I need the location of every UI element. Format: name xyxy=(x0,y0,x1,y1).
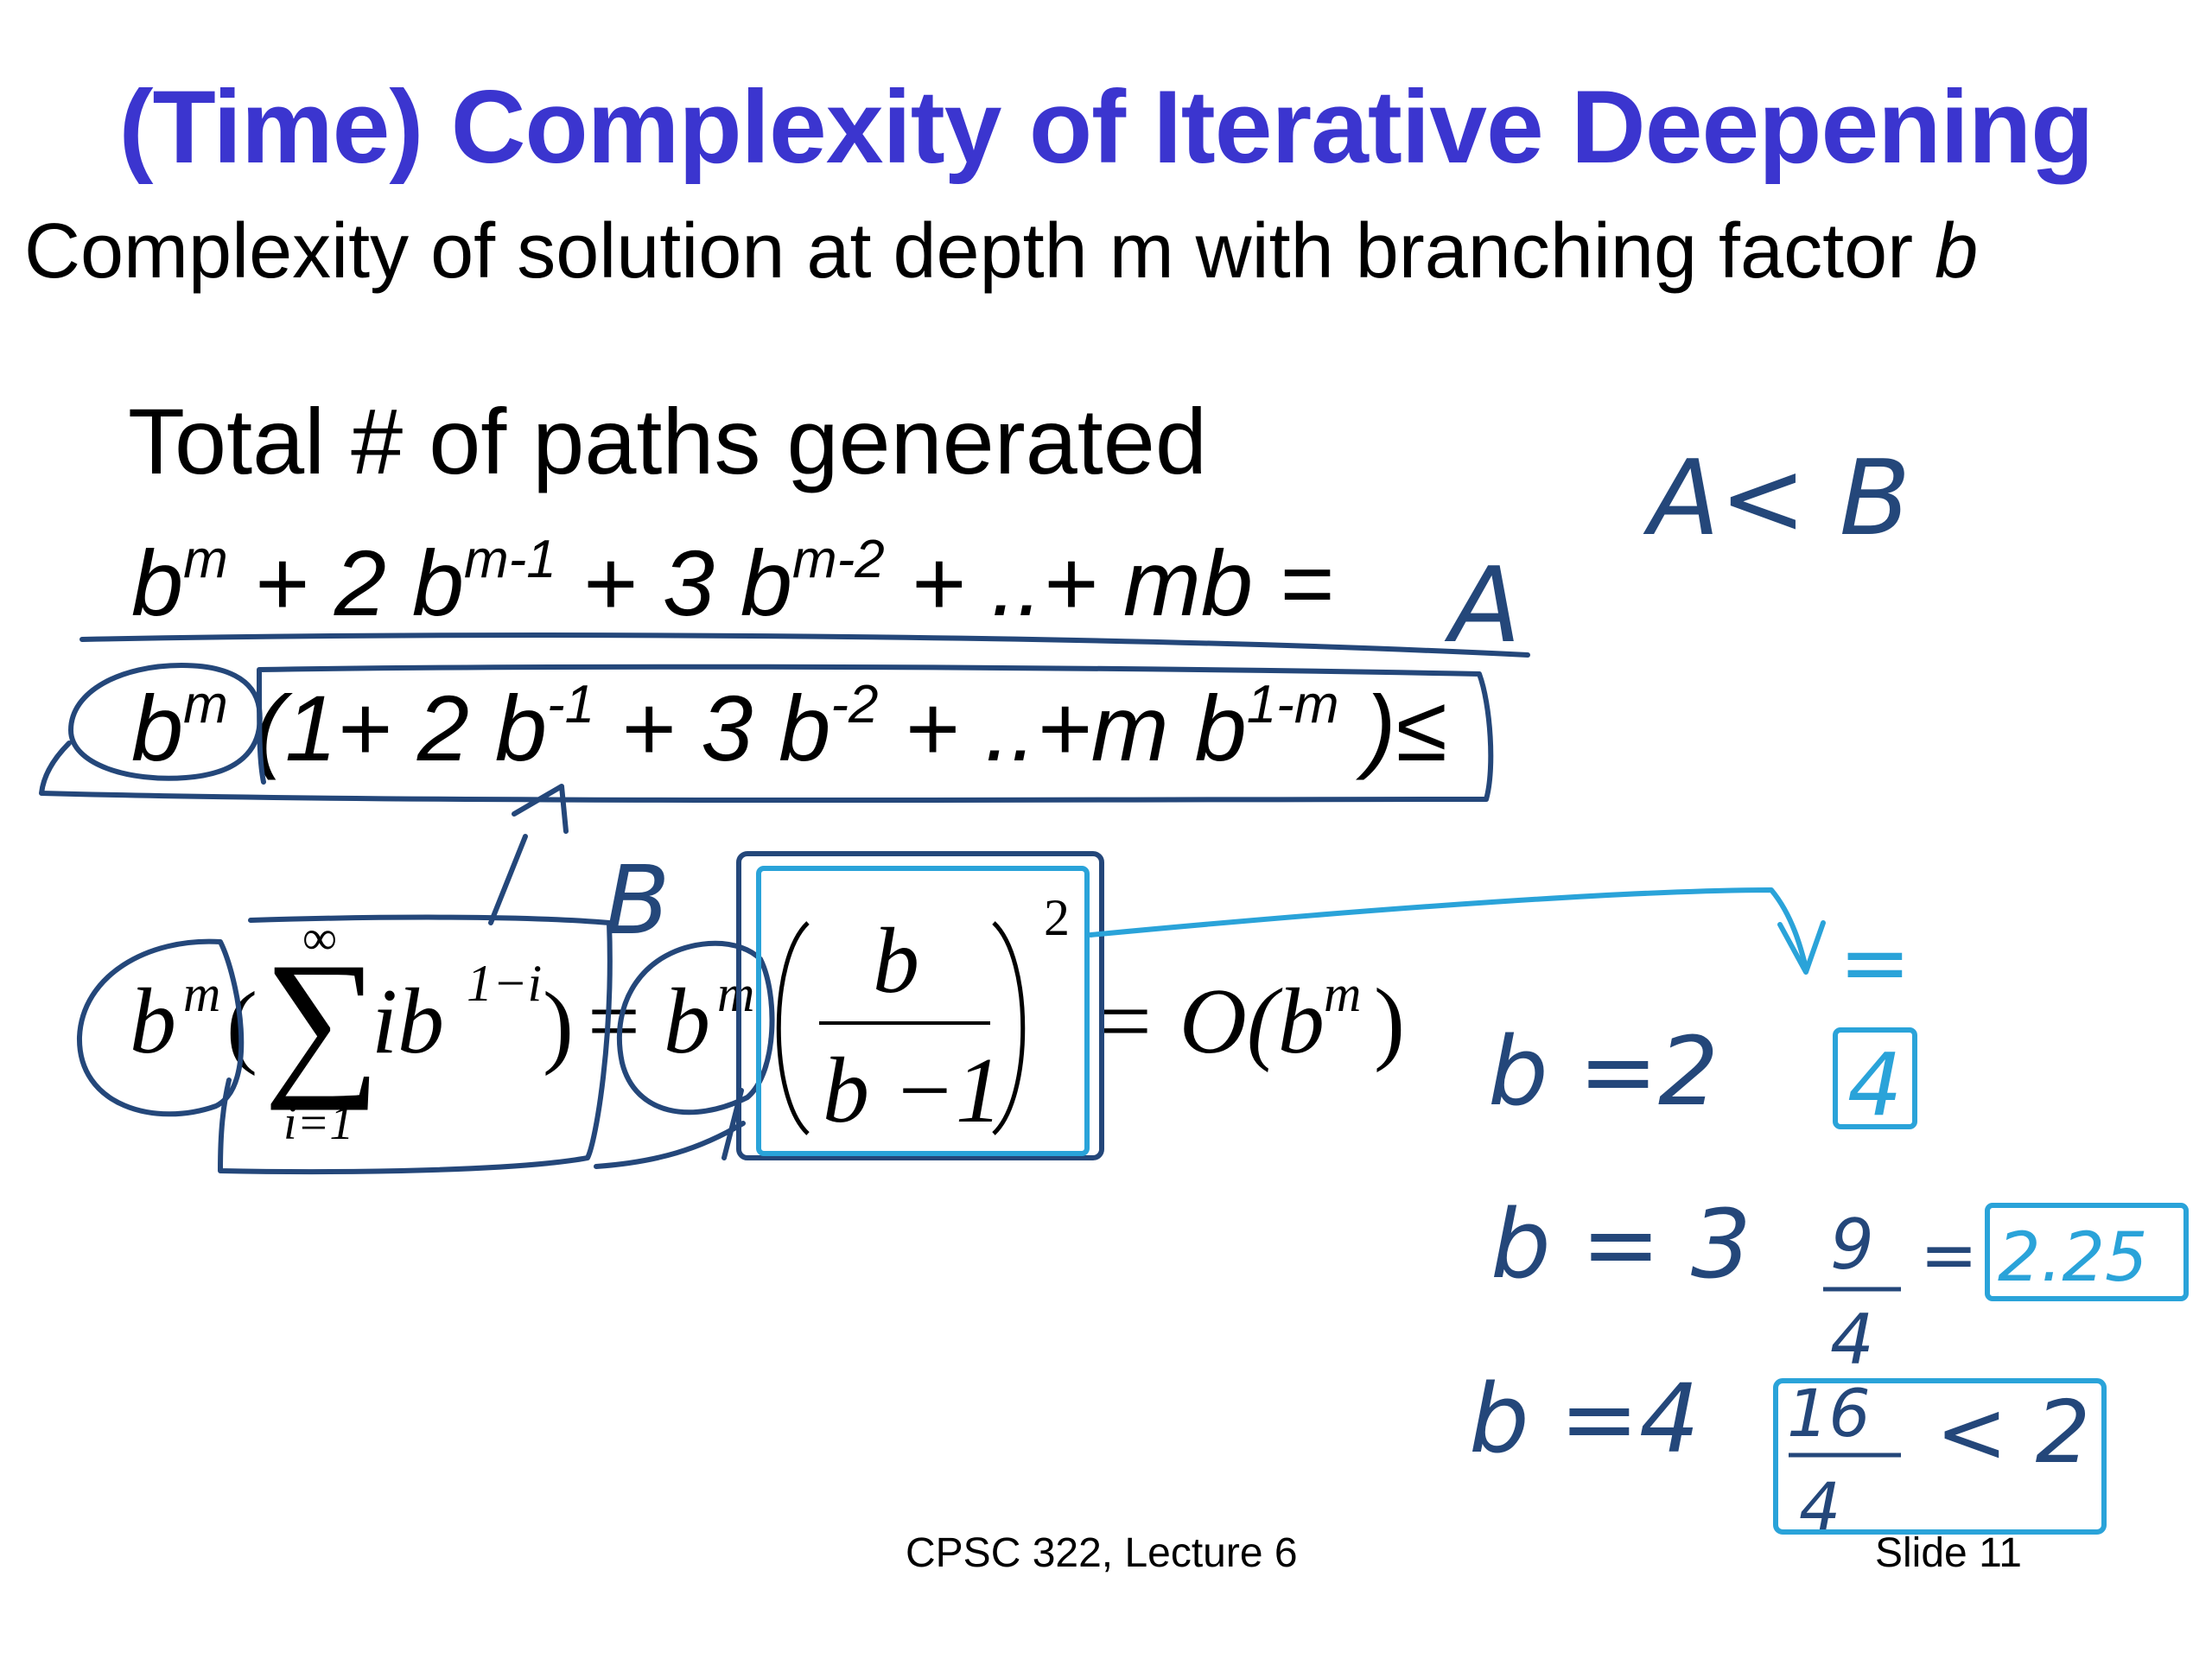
summand-exponent: 1−i xyxy=(467,955,542,1012)
eq2-term: + 3 b xyxy=(594,676,831,780)
eq1-term: + 2 b xyxy=(227,531,464,635)
box-fraction-outer xyxy=(736,851,1104,1160)
note-b4-num: 16 xyxy=(1787,1375,1871,1452)
fraction-denominator: b −1 xyxy=(823,1039,1002,1142)
eq2-term: )≤ xyxy=(1338,676,1447,780)
eq2-exponent: -1 xyxy=(546,675,595,734)
label-a: A xyxy=(1444,546,1521,666)
slide-subtitle: Complexity of solution at depth m with b… xyxy=(24,207,1978,296)
subtitle-variable: b xyxy=(1935,208,1979,295)
subtitle-text: Complexity of solution at depth m with b… xyxy=(24,208,1936,295)
underline-equation xyxy=(79,632,1530,658)
note-b4: b =4 xyxy=(1469,1363,1700,1474)
formula-b: b xyxy=(130,970,176,1073)
equation-sum-paths: bm + 2 bm-1 + 3 bm-2 + ..+ mb = xyxy=(131,529,1333,637)
box-summation xyxy=(218,914,613,1175)
arrow-head-equals xyxy=(1777,920,1826,975)
note-b3-eq: = xyxy=(1920,1215,1978,1295)
summand: ib xyxy=(372,970,444,1073)
arrow-to-equals xyxy=(1088,887,1808,970)
circle-bm xyxy=(68,663,263,781)
eq2-term: b xyxy=(131,676,184,780)
arrow-head xyxy=(512,784,569,834)
value-225: 2.25 xyxy=(1998,1219,2148,1297)
eq2-term: + ..+m b xyxy=(878,676,1247,780)
formula-exponent: m xyxy=(183,965,220,1022)
arrow-shaft xyxy=(488,834,528,925)
eq2-exponent: 1-m xyxy=(1246,675,1339,734)
big-o-exponent: m xyxy=(1324,965,1361,1022)
note-b3-den: 4 xyxy=(1830,1300,1874,1380)
eq1-exponent: m-2 xyxy=(791,530,885,589)
box-value-225 xyxy=(1985,1203,2189,1301)
fraction-numerator: b xyxy=(873,910,919,1013)
box-fraction-inner xyxy=(756,866,1090,1156)
equation-factored: bm (1+ 2 b-1 + 3 b-2 + ..+m b1-m )≤ xyxy=(131,674,1447,782)
box-value-4 xyxy=(1833,1027,1917,1129)
sum-lower-limit: i=1 xyxy=(283,1096,353,1150)
eq1-term: b xyxy=(131,531,184,635)
heading-total-paths: Total # of paths generated xyxy=(128,389,1207,493)
note-b3: b = 3 xyxy=(1491,1189,1751,1300)
big-right-paren xyxy=(992,921,1026,1135)
inequality-note: A< B xyxy=(1643,439,1910,559)
eq2-term: (1+ 2 b xyxy=(227,676,547,780)
square-exponent: 2 xyxy=(1044,889,1070,946)
formula-close-paren: ) xyxy=(543,974,574,1077)
slide-title: (Time) Complexity of Iterative Deepening xyxy=(118,69,2094,185)
formula-exponent: m xyxy=(717,965,754,1022)
footer-slide-number: Slide 11 xyxy=(1875,1530,2022,1576)
value-4: 4 xyxy=(1847,1034,1903,1135)
eq2-exponent: -2 xyxy=(830,675,879,734)
note-b3-num: 9 xyxy=(1830,1205,1874,1285)
box-series xyxy=(39,664,1494,804)
eq2-exponent: m xyxy=(183,675,228,734)
eq1-exponent: m xyxy=(183,530,228,589)
formula-b: b xyxy=(664,970,710,1073)
note-b4-cmp: < 2 xyxy=(1936,1382,2090,1483)
big-left-paren xyxy=(776,921,810,1135)
eq1-term: + 3 b xyxy=(556,531,792,635)
footer-lecture: CPSC 322, Lecture 6 xyxy=(906,1530,1298,1576)
note-b2: b =2 xyxy=(1488,1016,1719,1127)
equals-mark: = xyxy=(1839,912,1911,1013)
big-o-close: ) xyxy=(1374,970,1405,1073)
label-b: B xyxy=(605,845,670,956)
big-o-result: = O(b xyxy=(1093,970,1325,1073)
circle-bm-left xyxy=(76,938,245,1117)
eq1-exponent: m-1 xyxy=(463,530,556,589)
sigma-symbol: ∑ xyxy=(264,930,380,1111)
eq1-term: + ..+ mb = xyxy=(884,531,1334,635)
box-b4 xyxy=(1773,1378,2107,1535)
connector-curve xyxy=(594,1121,746,1169)
